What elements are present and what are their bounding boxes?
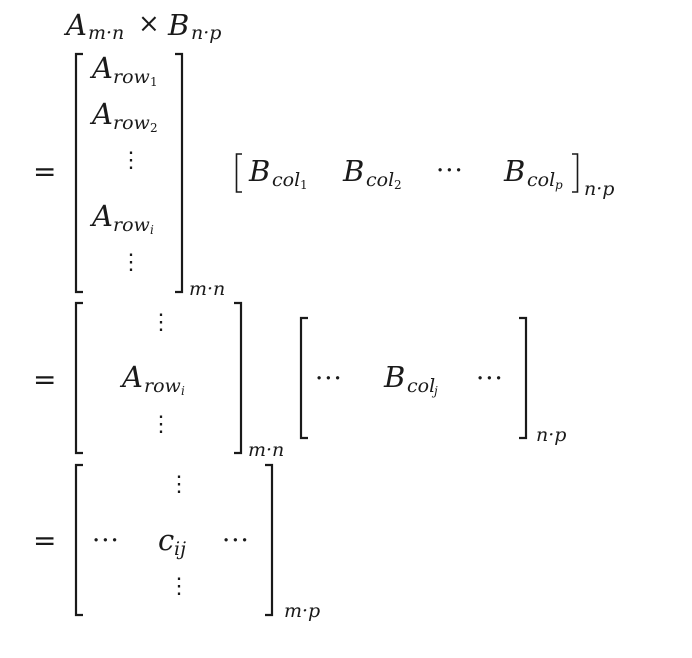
col-matrix-entry-1-index: 1 <box>300 178 308 192</box>
result-hdots-right: ··· <box>222 526 250 556</box>
row-matrix-vdots-2: ⋮ <box>120 250 142 275</box>
result-vdots-top: ⋮ <box>168 472 190 497</box>
col-matrix-dimension: n·p <box>584 178 615 200</box>
col-matrix-entry-p-sub: col <box>527 169 556 191</box>
col-matrix-entry-1: B <box>249 154 271 188</box>
matrix-b-dimension: n·p <box>191 22 222 44</box>
single-row-entry: A <box>122 360 143 394</box>
single-row-dimension: m·n <box>248 439 285 461</box>
row-matrix-entry-i-sub: row <box>113 214 150 236</box>
single-row-vdots-top: ⋮ <box>150 310 172 335</box>
matrix-b-symbol: B <box>168 8 190 42</box>
row-matrix-entry-2-index: 2 <box>150 121 158 135</box>
left-bracket-single-row <box>74 301 83 455</box>
result-entry-index: ij <box>174 538 186 560</box>
row-matrix-entry-1: A <box>92 51 113 85</box>
right-bracket-col-matrix <box>572 153 579 193</box>
result-entry: c <box>158 523 175 557</box>
row-matrix-entry-1-index: 1 <box>150 75 158 89</box>
result-dimension: m·p <box>284 600 321 622</box>
equals-sign-3: = <box>33 524 57 557</box>
single-col-entry-index: j <box>434 384 438 398</box>
row-matrix-entry-2: A <box>92 97 113 131</box>
left-bracket-single-col <box>299 316 308 440</box>
col-matrix-entry-2-index: 2 <box>394 178 402 192</box>
single-col-hdots-left: ··· <box>315 364 343 394</box>
col-matrix-entry-2: B <box>343 154 365 188</box>
col-matrix-hdots: ··· <box>436 156 464 186</box>
single-col-entry-sub: col <box>407 375 436 397</box>
col-matrix-entry-1-sub: col <box>272 169 301 191</box>
right-bracket-single-row <box>234 301 243 455</box>
matrix-a-dimension: m·n <box>88 22 125 44</box>
single-col-entry: B <box>384 360 406 394</box>
matrix-a-symbol: A <box>66 8 87 42</box>
result-vdots-bottom: ⋮ <box>168 574 190 599</box>
times-operator: × <box>138 9 160 39</box>
col-matrix-entry-p: B <box>504 154 526 188</box>
equals-sign-2: = <box>33 363 57 396</box>
col-matrix-entry-2-sub: col <box>366 169 395 191</box>
left-bracket-col-matrix <box>235 153 242 193</box>
single-row-entry-index: i <box>181 384 185 398</box>
row-matrix-dimension: m·n <box>189 278 226 300</box>
single-row-entry-sub: row <box>144 375 181 397</box>
row-matrix-entry-i-index: i <box>150 223 154 237</box>
single-col-dimension: n·p <box>536 424 567 446</box>
equals-sign-1: = <box>33 155 57 188</box>
row-matrix-vdots-1: ⋮ <box>120 148 142 173</box>
row-matrix-entry-i: A <box>92 199 113 233</box>
row-matrix-entry-2-sub: row <box>113 112 150 134</box>
left-bracket-row-matrix <box>74 52 83 294</box>
row-matrix-entry-1-sub: row <box>113 66 150 88</box>
right-bracket-result <box>265 463 274 617</box>
result-hdots-left: ··· <box>92 526 120 556</box>
single-row-vdots-bottom: ⋮ <box>150 412 172 437</box>
single-col-hdots-right: ··· <box>476 364 504 394</box>
right-bracket-row-matrix <box>175 52 184 294</box>
col-matrix-entry-p-index: p <box>555 178 563 192</box>
right-bracket-single-col <box>519 316 528 440</box>
left-bracket-result <box>74 463 83 617</box>
